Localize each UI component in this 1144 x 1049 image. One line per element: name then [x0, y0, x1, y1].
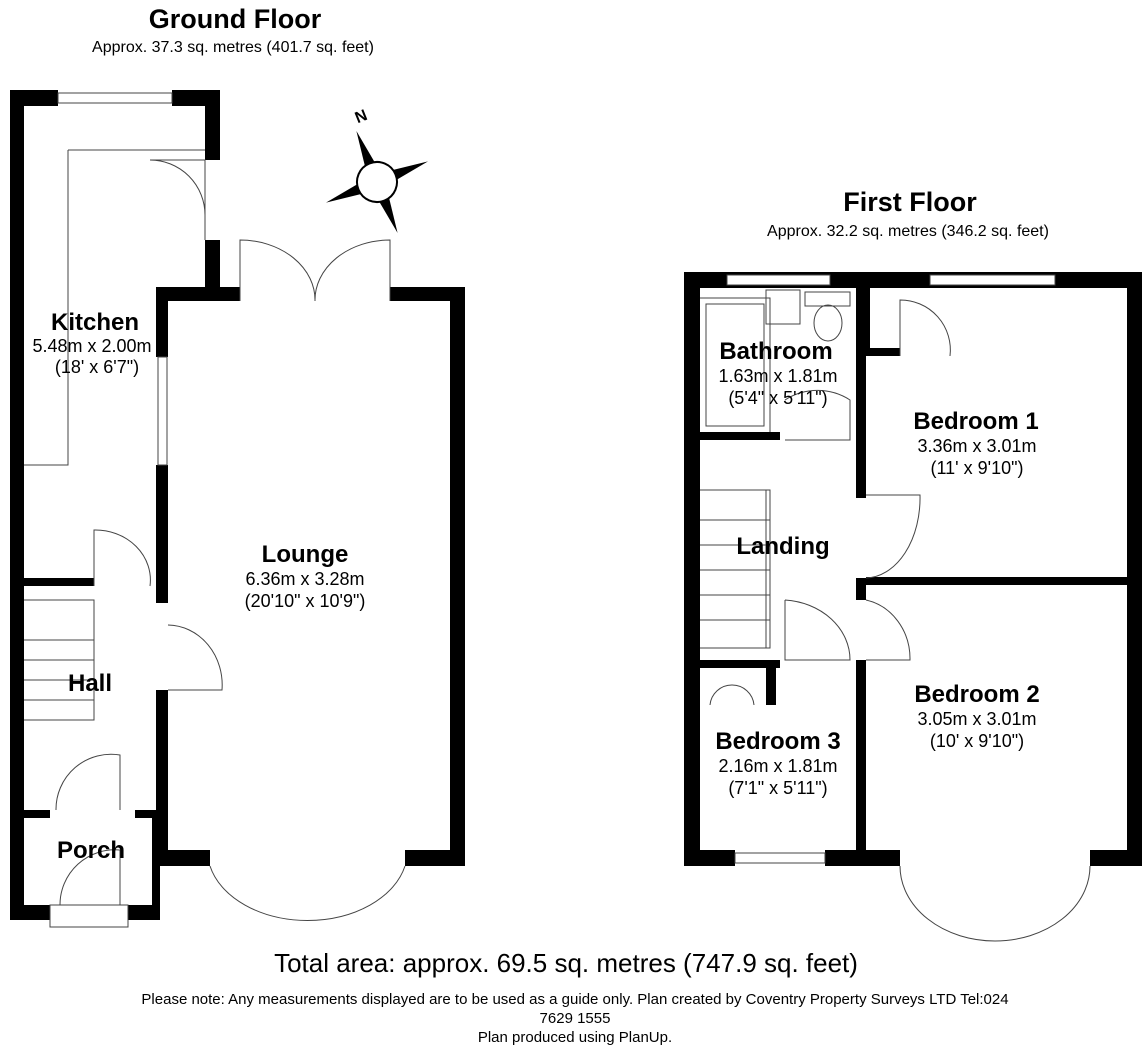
room-bedroom2-imperial: (10' x 9'10"): [930, 731, 1024, 751]
room-bathroom-metric: 1.63m x 1.81m: [718, 366, 837, 386]
room-kitchen-metric: 5.48m x 2.00m: [32, 336, 151, 356]
room-landing-name: Landing: [736, 533, 829, 560]
room-bedroom1-imperial: (11' x 9'10"): [931, 458, 1024, 478]
room-kitchen-name: Kitchen: [51, 309, 139, 336]
planup-credit: Plan produced using PlanUp.: [478, 1029, 672, 1046]
room-bathroom-imperial: (5'4" x 5'11"): [728, 388, 827, 408]
room-bedroom3-metric: 2.16m x 1.81m: [718, 756, 837, 776]
disclaimer-line1: Please note: Any measurements displayed …: [141, 991, 1008, 1008]
total-area: Total area: approx. 69.5 sq. metres (747…: [274, 948, 858, 978]
first-floor-area: Approx. 32.2 sq. metres (346.2 sq. feet): [767, 223, 1049, 240]
ground-floor-walls: [10, 90, 465, 928]
room-bedroom2-name: Bedroom 2: [914, 681, 1039, 708]
first-floor-walls: [684, 272, 1142, 942]
disclaimer-line2: 7629 1555: [540, 1010, 611, 1027]
ground-floor-area: Approx. 37.3 sq. metres (401.7 sq. feet): [92, 39, 374, 56]
room-hall-name: Hall: [68, 670, 112, 697]
ground-floor-title: Ground Floor: [149, 4, 322, 34]
room-lounge-metric: 6.36m x 3.28m: [245, 569, 364, 589]
room-lounge-imperial: (20'10" x 10'9"): [245, 591, 366, 611]
room-bedroom1-name: Bedroom 1: [913, 408, 1038, 435]
room-bedroom3-name: Bedroom 3: [715, 728, 840, 755]
compass-north-label: N: [353, 107, 370, 127]
room-lounge-name: Lounge: [262, 541, 349, 568]
room-kitchen-imperial: (18' x 6'7"): [55, 357, 139, 377]
room-porch-name: Porch: [57, 837, 125, 864]
room-bedroom3-imperial: (7'1" x 5'11"): [728, 778, 827, 798]
room-bedroom2-metric: 3.05m x 3.01m: [917, 709, 1036, 729]
first-floor-title: First Floor: [843, 187, 977, 217]
compass-icon: [326, 131, 428, 233]
room-bathroom-name: Bathroom: [719, 338, 832, 365]
room-bedroom1-metric: 3.36m x 3.01m: [917, 436, 1036, 456]
